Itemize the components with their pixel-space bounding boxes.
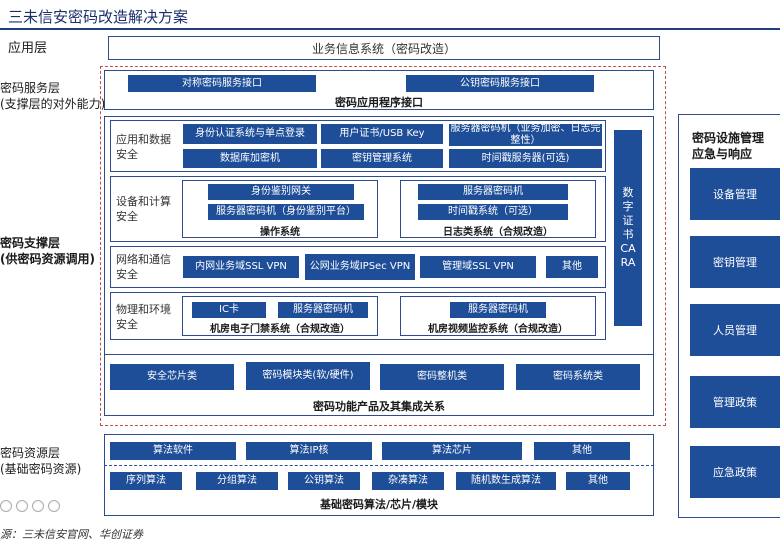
mgmt-personnel: 人员管理 — [690, 304, 780, 356]
layer-label-app: 应用层 — [8, 41, 48, 56]
item-identity-gateway: 身份鉴别网关 — [208, 184, 354, 200]
product-crypto-machine: 密码整机类 — [380, 364, 504, 390]
item-mgmt-ssl-vpn: 管理域SSL VPN — [420, 256, 536, 278]
res-hash-algo: 杂凑算法 — [372, 472, 444, 490]
title-divider — [0, 28, 780, 30]
row-label-device: 设备和计算 安全 — [116, 194, 171, 224]
item-timestamp-server: 时间戳服务器(可选) — [449, 149, 602, 168]
row-label-physical: 物理和环境 安全 — [116, 302, 171, 332]
device-right-caption: 日志类系统（合规改造） — [443, 227, 553, 238]
item-timestamp-system: 时间戳系统（可选） — [418, 204, 568, 220]
res-block-algo: 分组算法 — [196, 472, 278, 490]
physical-left-caption: 机房电子门禁系统（合规改造） — [210, 324, 350, 335]
app-bar: 业务信息系统（密码改造） — [108, 36, 660, 60]
res-public-key-algo: 公钥算法 — [288, 472, 360, 490]
row-label-line: 应用和数据 — [116, 133, 171, 146]
row-label-line: 安全 — [116, 210, 138, 223]
item-server-crypto-door: 服务器密码机 — [278, 302, 368, 318]
row-label-line: 安全 — [116, 148, 138, 161]
product-crypto-system: 密码系统类 — [516, 364, 640, 390]
physical-right-caption: 机房视频监控系统（合规改造） — [428, 324, 568, 335]
device-left-caption: 操作系统 — [260, 227, 300, 238]
product-crypto-module: 密码模块类(软/硬件) — [246, 362, 370, 390]
service-caption: 密码应用程序接口 — [335, 96, 423, 109]
row-label-network: 网络和通信 安全 — [116, 252, 171, 282]
row-label-line: 安全 — [116, 318, 138, 331]
circle-icon — [48, 500, 60, 512]
layer-label-support-line1: 密码支撑层 — [0, 236, 61, 250]
row-label-line: 安全 — [116, 268, 138, 281]
resource-divider — [104, 465, 654, 466]
mgmt-emergency-policy: 应急政策 — [690, 446, 780, 498]
service-box-symmetric: 对称密码服务接口 — [128, 75, 316, 92]
product-security-chip: 安全芯片类 — [110, 364, 234, 390]
item-server-crypto-video: 服务器密码机 — [450, 302, 546, 318]
res-random-algo: 随机数生成算法 — [456, 472, 556, 490]
resource-caption: 基础密码算法/芯片/模块 — [319, 498, 439, 511]
res-algo-software: 算法软件 — [110, 442, 236, 460]
layer-label-support-line2: (供密码资源调用) — [0, 252, 95, 266]
res-algo-chip: 算法芯片 — [382, 442, 522, 460]
service-box-public-key: 公钥密码服务接口 — [406, 75, 594, 92]
item-network-other: 其他 — [546, 256, 598, 278]
layer-label-resource-line2: (基础密码资源) — [0, 462, 82, 476]
source-note: 源：三未信安官网、华创证券 — [0, 528, 143, 541]
mgmt-title: 密码设施管理 应急与响应 — [692, 130, 764, 162]
res-sequence-algo: 序列算法 — [110, 472, 182, 490]
mgmt-title-line: 密码设施管理 — [692, 131, 765, 145]
res-other-1: 其他 — [534, 442, 630, 460]
layer-label-resource-line1: 密码资源层 — [0, 446, 61, 460]
res-algo-ip-core: 算法IP核 — [246, 442, 372, 460]
products-caption: 密码功能产品及其集成关系 — [313, 400, 445, 413]
row-label-app-data: 应用和数据 安全 — [116, 132, 171, 162]
mgmt-title-line: 应急与响应 — [692, 147, 753, 161]
layer-label-service-line2: (支撑层的对外能力) — [0, 97, 106, 111]
item-identity-auth: 身份认证系统与单点登录 — [183, 124, 317, 144]
mgmt-device: 设备管理 — [690, 168, 780, 220]
item-server-crypto-machine: 服务器密码机（业务加密、日志完整性） — [449, 124, 602, 146]
item-key-mgmt-system: 密钥管理系统 — [321, 149, 443, 168]
circle-icon — [32, 500, 44, 512]
toolbar-icons — [0, 500, 60, 512]
item-server-crypto-log: 服务器密码机 — [418, 184, 568, 200]
support-dashed-region — [100, 66, 666, 426]
page-title: 三未信安密码改造解决方案 — [8, 8, 189, 26]
layer-label-resource: 密码资源层 (基础密码资源) — [0, 445, 81, 477]
layer-label-service-line1: 密码服务层 — [0, 81, 61, 95]
item-public-ipsec-vpn: 公网业务域IPSec VPN — [305, 254, 415, 280]
item-ic-card: IC卡 — [192, 302, 266, 318]
row-label-line: 物理和环境 — [116, 303, 171, 316]
ca-box: 数字证书CARA — [614, 130, 642, 326]
row-label-line: 网络和通信 — [116, 253, 171, 266]
row-label-line: 设备和计算 — [116, 195, 171, 208]
item-db-encryptor: 数据库加密机 — [183, 149, 317, 168]
layer-label-support: 密码支撑层 (供密码资源调用) — [0, 235, 95, 267]
item-intranet-ssl-vpn: 内网业务域SSL VPN — [183, 256, 299, 278]
item-server-crypto-identity: 服务器密码机（身份鉴别平台） — [208, 204, 364, 220]
item-user-cert: 用户证书/USB Key — [321, 124, 443, 144]
res-other-2: 其他 — [566, 472, 630, 490]
mgmt-policy: 管理政策 — [690, 376, 780, 428]
circle-icon — [16, 500, 28, 512]
mgmt-key: 密钥管理 — [690, 236, 780, 288]
layer-label-service: 密码服务层 (支撑层的对外能力) — [0, 80, 105, 112]
circle-icon — [0, 500, 12, 512]
